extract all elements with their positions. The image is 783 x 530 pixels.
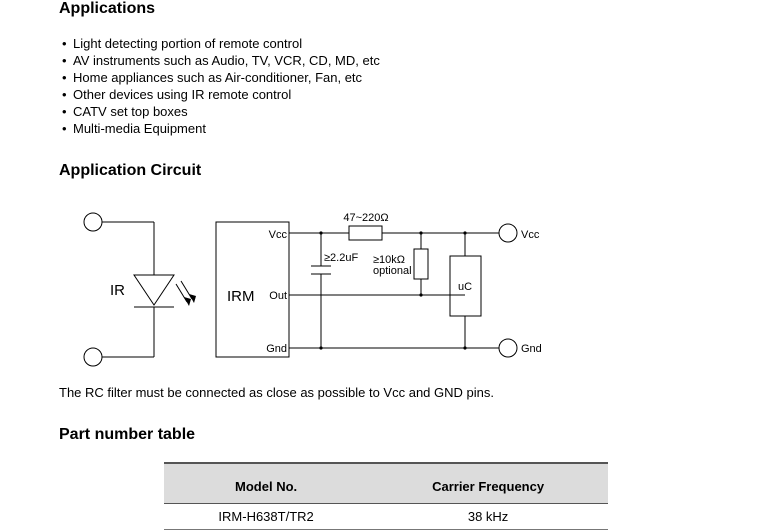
model-no-cell: IRM-H638T/TR2 (164, 503, 369, 530)
gnd-terminal-label: Gnd (521, 343, 542, 355)
pullup-resistor (413, 248, 429, 280)
list-item: CATV set top boxes (62, 103, 380, 120)
capacitor-label: ≥2.2uF (324, 252, 358, 264)
part-number-table-heading: Part number table (59, 426, 196, 443)
filter-resistor (348, 225, 383, 241)
left-terminal-top (83, 212, 103, 232)
rc-filter-note: The RC filter must be connected as close… (59, 385, 494, 400)
resistor-label: 47~220Ω (343, 212, 388, 224)
gnd-terminal (498, 338, 518, 358)
carrier-frequency-cell: 38 kHz (368, 503, 608, 530)
ir-label: IR (110, 282, 125, 299)
list-item: Multi-media Equipment (62, 120, 380, 137)
ir-diode-icon (133, 274, 193, 308)
vcc-terminal-label: Vcc (521, 229, 540, 241)
irm-label: IRM (227, 288, 255, 305)
application-circuit-heading: Application Circuit (59, 162, 202, 179)
carrier-frequency-header: Carrier Frequency (368, 462, 608, 504)
irm-block (215, 221, 290, 358)
part-number-table: Model No. Carrier Frequency IRM-H638T/TR… (164, 462, 608, 530)
vcc-terminal (498, 223, 518, 243)
applications-list: Light detecting portion of remote contro… (62, 35, 380, 137)
pin-out-label: Out (269, 290, 287, 302)
list-item: AV instruments such as Audio, TV, VCR, C… (62, 52, 380, 69)
list-item: Home appliances such as Air-conditioner,… (62, 69, 380, 86)
list-item: Light detecting portion of remote contro… (62, 35, 380, 52)
pullup-note: optional (373, 265, 412, 277)
table-row: IRM-H638T/TR2 38 kHz (164, 503, 608, 530)
applications-heading: Applications (59, 0, 156, 17)
left-terminal-bottom (83, 347, 103, 367)
model-no-header: Model No. (164, 462, 369, 504)
table-header-row: Model No. Carrier Frequency (164, 462, 608, 504)
list-item: Other devices using IR remote control (62, 86, 380, 103)
uc-label: uC (458, 281, 472, 293)
application-circuit-diagram: IR IRM Vcc Out Gnd 47~220Ω ≥2.2uF ≥10kΩ … (83, 212, 542, 367)
pullup-label: ≥10kΩ (373, 254, 405, 266)
pin-gnd-label: Gnd (266, 343, 287, 355)
pin-vcc-label: Vcc (269, 229, 288, 241)
